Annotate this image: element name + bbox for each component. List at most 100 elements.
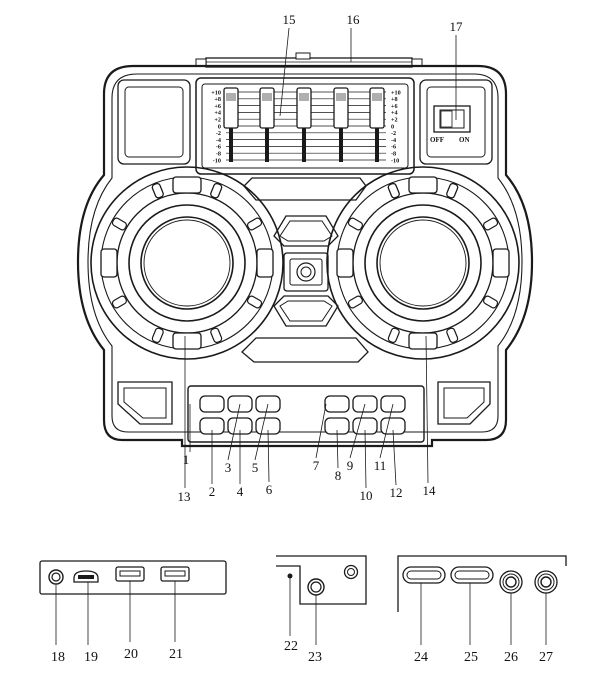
eq-scale-label: +2 <box>391 117 398 124</box>
input-jack-2[interactable] <box>534 570 558 594</box>
leader-line <box>315 403 327 459</box>
woofer-bracket <box>100 248 118 278</box>
bottom-right-corner-pad <box>437 381 491 425</box>
usb-port-1[interactable] <box>115 566 145 582</box>
eq-sliders <box>223 87 385 162</box>
eq-scale-label: +10 <box>211 89 221 96</box>
control-button-4[interactable] <box>324 395 350 413</box>
power-switch[interactable]: OFF ON <box>430 105 471 144</box>
usb-port-2[interactable] <box>160 566 190 582</box>
woofer-outer-ring <box>90 166 284 360</box>
eq-slider-1[interactable] <box>223 87 239 162</box>
top-left-corner-pad <box>117 79 191 165</box>
leader-line <box>425 335 429 484</box>
center-decor <box>241 177 369 363</box>
callout-23: 23 <box>308 650 322 665</box>
eq-scale-label: -4 <box>216 137 221 144</box>
eq-scale-label: +10 <box>391 89 401 96</box>
eq-scale-label: +2 <box>214 117 221 124</box>
callout-15: 15 <box>283 12 296 27</box>
eq-scale-label: +4 <box>391 110 398 117</box>
woofer-bracket <box>408 332 438 350</box>
woofer-slot <box>387 182 400 199</box>
eq-scale-label: +4 <box>214 110 221 117</box>
callout-22: 22 <box>284 639 298 654</box>
left-woofer <box>90 166 284 360</box>
callout-labels: 1 2 3 4 5 6 7 8 9 10 11 12 13 14 15 16 1… <box>51 12 553 665</box>
callout-11: 11 <box>374 458 387 473</box>
leader-line <box>349 403 366 459</box>
callout-9: 9 <box>347 458 354 473</box>
woofer-outer-ring <box>326 166 520 360</box>
callout-5: 5 <box>252 460 259 475</box>
callout-6: 6 <box>266 482 273 497</box>
input-jack-1[interactable] <box>499 570 523 594</box>
eq-slider-4[interactable] <box>333 87 349 162</box>
eq-scale-label: +6 <box>214 103 221 110</box>
callout-19: 19 <box>84 650 98 665</box>
callout-8: 8 <box>335 468 342 483</box>
callout-1: 1 <box>183 452 190 467</box>
small-knob[interactable] <box>343 564 359 580</box>
woofer-slot <box>446 182 459 199</box>
antenna <box>195 52 423 68</box>
eq-scale-label: 0 <box>218 123 221 130</box>
switch-on-label: ON <box>459 136 470 144</box>
eq-scale-label: -2 <box>216 130 221 137</box>
eq-scale-label: -10 <box>213 157 221 164</box>
callout-14: 14 <box>423 483 437 498</box>
callout-17: 17 <box>450 19 464 34</box>
leader-line <box>336 429 339 469</box>
callout-27: 27 <box>539 650 553 665</box>
eq-slider-3[interactable] <box>296 87 312 162</box>
sd-card-slot[interactable] <box>73 570 99 583</box>
woofer-bracket <box>492 248 510 278</box>
woofer-slot <box>482 295 499 309</box>
callout-10: 10 <box>360 488 373 503</box>
woofer-slot <box>151 182 164 199</box>
center-tweeter <box>283 252 329 292</box>
eq-scale-label: -2 <box>391 130 396 137</box>
eq-scale-label: +6 <box>391 103 398 110</box>
leader-lines <box>55 27 547 645</box>
input-slot-2[interactable] <box>450 566 494 584</box>
eq-slider-5[interactable] <box>369 87 385 162</box>
equalizer-panel: +10+8+6+4+20-2-4-6-8-10 +10+8+6+4+20-2-4… <box>195 77 415 175</box>
woofer-bracket <box>172 332 202 350</box>
callout-12: 12 <box>390 485 403 500</box>
callout-3: 3 <box>225 460 232 475</box>
bottom-left-corner-pad <box>117 381 173 425</box>
mic-input-jack[interactable] <box>307 578 325 596</box>
woofer-slot <box>482 217 499 231</box>
io-panel-mic <box>276 555 367 605</box>
woofer-cone <box>376 216 470 310</box>
woofer-ring <box>100 176 274 350</box>
woofer-slot <box>446 327 459 344</box>
leader-line <box>279 27 290 117</box>
woofer-slot <box>151 327 164 344</box>
leader-line <box>267 429 270 483</box>
right-woofer <box>326 166 520 360</box>
woofer-slot <box>210 327 223 344</box>
leader-line <box>364 429 367 489</box>
eq-scale-label: -8 <box>391 151 396 158</box>
woofer-slot <box>347 295 364 309</box>
indicator-led <box>287 573 293 579</box>
callout-4: 4 <box>237 484 244 499</box>
eq-scale-label: -10 <box>391 157 399 164</box>
aux-jack[interactable] <box>48 569 64 585</box>
woofer-ring <box>128 204 246 322</box>
woofer-slot <box>111 295 128 309</box>
woofer-ring <box>352 192 494 334</box>
input-slot-1[interactable] <box>402 566 446 584</box>
callout-20: 20 <box>124 647 138 662</box>
woofer-cone <box>140 216 234 310</box>
io-panel-inputs <box>397 555 567 612</box>
eq-slider-2[interactable] <box>259 87 275 162</box>
eq-scale-label: -8 <box>216 151 221 158</box>
callout-2: 2 <box>209 484 216 499</box>
control-button-1[interactable] <box>199 395 225 413</box>
woofer-cone <box>143 219 231 307</box>
